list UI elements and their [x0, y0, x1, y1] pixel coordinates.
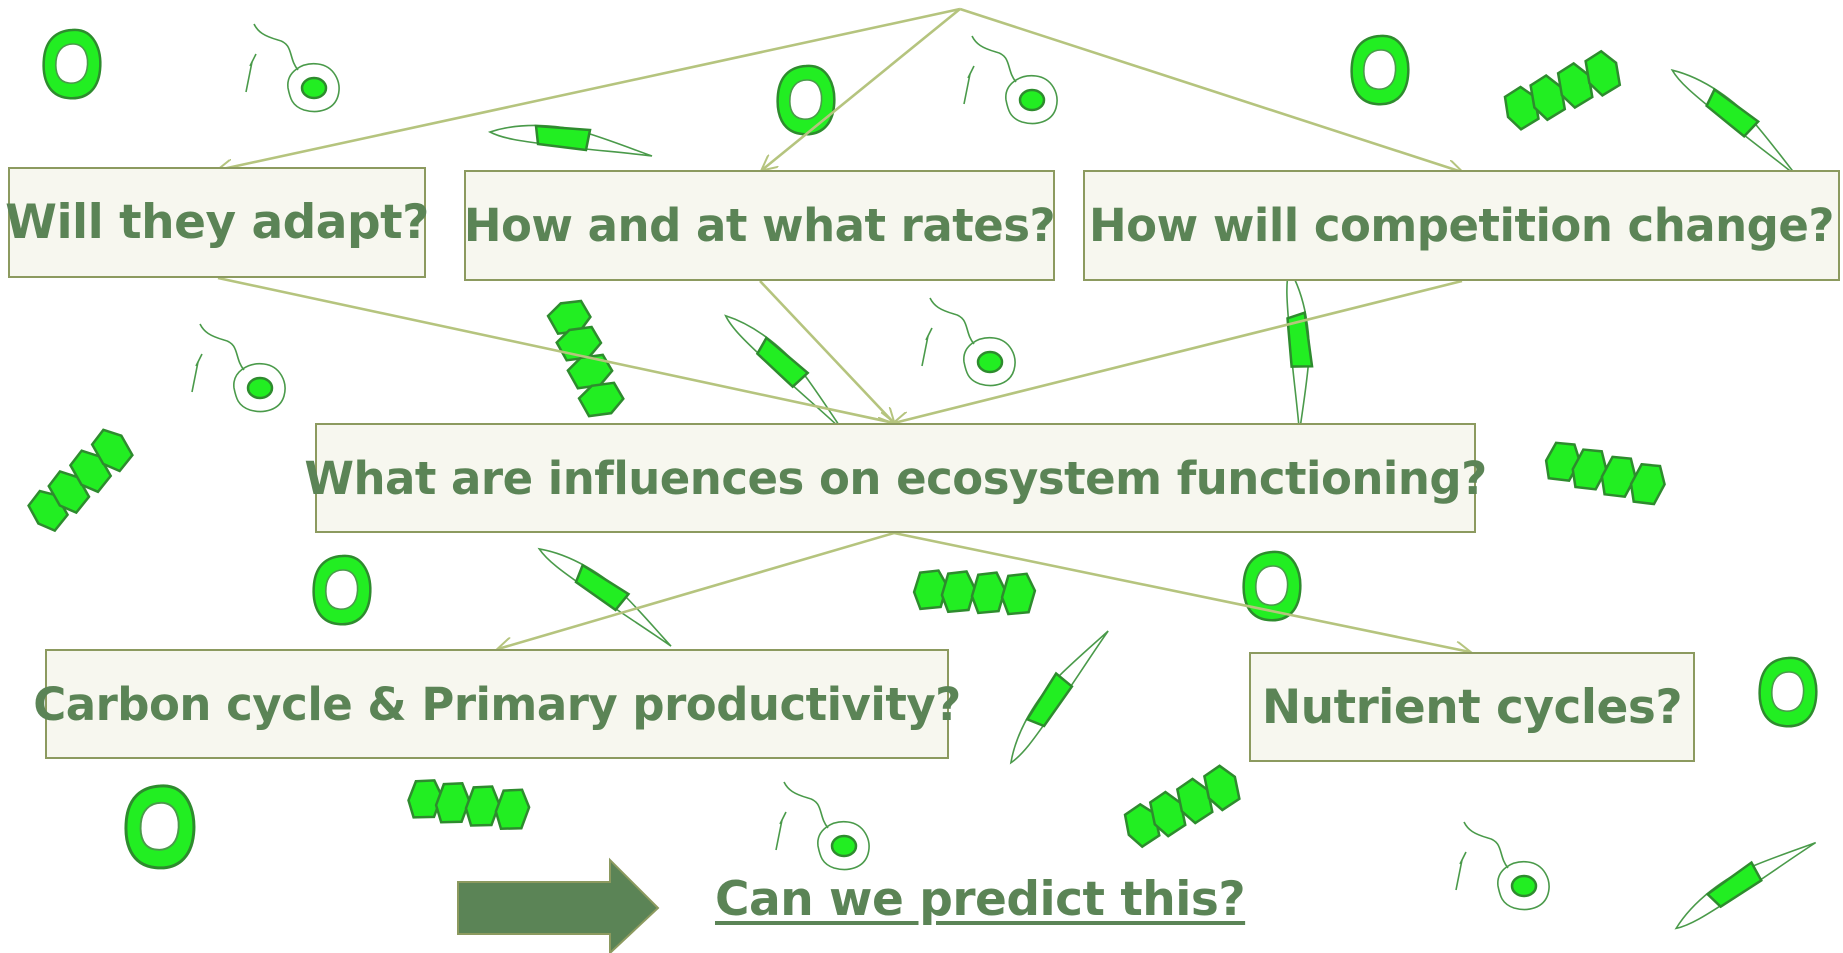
flagellate-cell-icon [920, 296, 1017, 387]
diatom-cell-icon [1658, 63, 1815, 178]
chain-diatom-icon [404, 769, 534, 839]
flagellate-cell-icon [962, 34, 1059, 125]
connector-arrow [894, 279, 1463, 423]
question-box-nutrients: Nutrient cycles? [1249, 652, 1695, 762]
diatom-cell-icon [488, 124, 654, 158]
question-text: What are influences on ecosystem functio… [304, 451, 1487, 505]
diatom-cell-icon [1264, 266, 1331, 434]
coccolith-cell-icon [1758, 656, 1818, 728]
flagellate-cell-icon [1454, 820, 1551, 911]
connector-arrow [762, 7, 961, 170]
connector-arrow [893, 531, 1470, 652]
connectors [217, 7, 1470, 652]
question-text: Will they adapt? [5, 195, 429, 250]
question-text: How will competition change? [1089, 199, 1834, 252]
coccolith-cell-icon [312, 554, 372, 626]
connector-arrow [218, 7, 961, 170]
flagellate-cell-icon [190, 322, 287, 413]
question-box-ecosystem: What are influences on ecosystem functio… [304, 423, 1487, 533]
flagellate-cell-icon [244, 22, 341, 113]
connector-arrow [498, 531, 895, 649]
question-text: Nutrient cycles? [1261, 679, 1683, 735]
chain-diatom-icon [17, 422, 142, 538]
connector-arrow [759, 280, 894, 423]
diatom-cell-icon [1670, 817, 1817, 948]
connector-arrow [217, 276, 894, 423]
connector-arrow [959, 7, 1462, 172]
question-text: How and at what rates? [463, 199, 1056, 252]
coccolith-cell-icon [124, 784, 196, 870]
diatom-cell-icon [1003, 615, 1110, 776]
chain-diatom-icon [1539, 430, 1671, 515]
coccolith-cell-icon [776, 64, 836, 136]
question-box-adapt: Will they adapt? [5, 167, 429, 278]
coccolith-cell-icon [42, 28, 102, 100]
flagellate-cell-icon [774, 780, 871, 871]
question-box-competition: How will competition change? [1083, 170, 1840, 281]
diatom-cell-icon [526, 541, 687, 648]
predict-link[interactable]: Can we predict this? [715, 872, 1246, 927]
chain-diatom-icon [1496, 46, 1628, 134]
question-box-carbon: Carbon cycle & Primary productivity? [33, 649, 961, 759]
question-box-rates: How and at what rates? [463, 170, 1056, 281]
chain-diatom-icon [911, 561, 1038, 622]
question-text: Carbon cycle & Primary productivity? [33, 677, 961, 731]
right-block-arrow-icon [457, 857, 660, 953]
coccolith-cell-icon [1350, 34, 1410, 106]
chain-diatom-icon [1116, 760, 1248, 851]
diatom-cell-icon [710, 309, 862, 432]
